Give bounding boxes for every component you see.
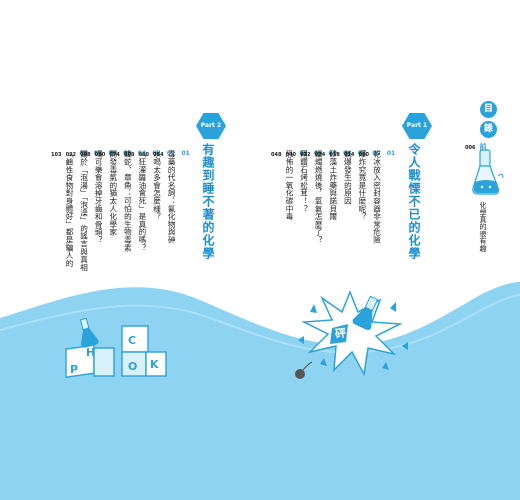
toc-item-title: 開發毒氣的猶太人化學家 bbox=[108, 150, 118, 236]
toc-item-number: 02 bbox=[372, 150, 381, 157]
toc-item-page: 018 bbox=[329, 152, 340, 158]
toc-item-number: 04 bbox=[343, 150, 352, 157]
toc-item-page: 060 bbox=[138, 152, 149, 158]
toc-item-title: 用鑽石烤松茸！？ bbox=[299, 150, 309, 213]
toc-item-title: 關於「泡湯」「泡澡」的謠言與真相 bbox=[79, 150, 89, 271]
toc-item-part2-03[interactable]: 03 「狂灌醬油會死」是真的嗎？068 bbox=[124, 150, 161, 271]
toc-item-number: 08 bbox=[79, 150, 88, 157]
toc-item-page: 068 bbox=[123, 152, 135, 158]
toc-item-number: 05 bbox=[328, 150, 337, 157]
toc-item-page: 088 bbox=[80, 152, 91, 158]
toc-item-page: 040 bbox=[285, 152, 297, 158]
preface-title: 化學真的很有趣 bbox=[479, 201, 487, 252]
toc-item-page: 010 bbox=[358, 152, 369, 158]
toc-item-title: 爆炸究竟是什麼呢？ bbox=[357, 150, 367, 221]
toc-item-title: 毒藥的代名詞：氰化物與砷 bbox=[167, 150, 177, 244]
toc-item-number: 03 bbox=[357, 150, 367, 157]
block-letter: O bbox=[128, 360, 138, 373]
explosion-bang-label: 砰 bbox=[334, 326, 347, 341]
toc-item-title: 氣爆發生的原因 bbox=[343, 150, 353, 205]
part1-title: 令人戰慄不已的化學 bbox=[407, 143, 421, 260]
toc-item-page: 103 bbox=[51, 152, 62, 158]
toc-item-page: 092 bbox=[65, 152, 77, 158]
explosion-illustration bbox=[295, 289, 408, 379]
toc-item-page: 024 bbox=[314, 152, 326, 158]
block-letter: C bbox=[128, 334, 137, 347]
toc-item-title: 蝮蛇、章魚：可怕的生物毒素 bbox=[123, 150, 133, 252]
toc-heading-circle-2: 錄 bbox=[480, 121, 497, 138]
beaker-mascot-icon bbox=[472, 149, 504, 195]
toc-item-number: 04 bbox=[137, 150, 147, 157]
toc-item-page: 032 bbox=[300, 152, 311, 158]
toc-item-title: 乾冰放入密封容器非常危險 bbox=[372, 150, 382, 244]
toc-item-part1-06[interactable]: 06 用鑽石烤松茸！？040 bbox=[286, 150, 323, 244]
toc-item-title: 「鹼性食物對身體好」都是騙人的 bbox=[65, 150, 74, 267]
toc-item-title: 喝可樂會溶掉牙齒和骨頭？ bbox=[94, 150, 104, 244]
toc-item-page: 014 bbox=[343, 152, 355, 158]
toc-item-number: 02 bbox=[166, 150, 176, 157]
toc-item-number: 01 bbox=[386, 150, 396, 157]
toc-item-page: 080 bbox=[94, 152, 106, 158]
toc-item-title: 矽藻土炸藥與諾貝爾 bbox=[328, 150, 338, 221]
toc-item-part2-02[interactable]: 02 水喝太多會怎麼樣？060 bbox=[139, 150, 176, 271]
part2-title: 有趣到睡不著的化學 bbox=[201, 143, 215, 260]
toc-item-title: 「狂灌醬油會死」是真的嗎？ bbox=[137, 150, 147, 252]
toc-item-page: 054 bbox=[153, 152, 164, 158]
toc-heading-circle-1: 目 bbox=[480, 101, 497, 118]
toc-item-part2-06[interactable]: 06 喝可樂會溶掉牙齒和骨頭？088 bbox=[80, 150, 117, 271]
toc-item-part1-05[interactable]: 05 蠟燭燃燒後，氧氣怎麼了？032 bbox=[300, 150, 337, 244]
toc-item-number: 03 bbox=[152, 150, 161, 157]
blocks-illustration bbox=[65, 318, 167, 378]
toc-item-page: 048 bbox=[271, 152, 282, 158]
toc-item-title: 水喝太多會怎麼樣？ bbox=[152, 150, 162, 221]
toc-item-part1-02[interactable]: 02 爆炸究竟是什麼呢？014 bbox=[344, 150, 381, 244]
toc-item-title: 蠟燭燃燒後，氧氣怎麼了？ bbox=[314, 150, 324, 244]
preface-page: 006 bbox=[465, 145, 476, 151]
toc-item-number: 01 bbox=[181, 150, 190, 157]
toc-item-number: 06 bbox=[108, 150, 117, 157]
toc-item-number: 07 bbox=[93, 150, 103, 157]
block-letter: P bbox=[70, 363, 79, 376]
toc-item-number: 07 bbox=[299, 150, 308, 157]
toc-item-page: 074 bbox=[109, 152, 120, 158]
block-letter: K bbox=[150, 358, 159, 371]
toc-item-number: 06 bbox=[313, 150, 323, 157]
block-letter: H bbox=[86, 346, 96, 359]
toc-item-number: 05 bbox=[123, 150, 132, 157]
toc-item-title: 恐怖的一氧化碳中毒 bbox=[285, 150, 294, 221]
